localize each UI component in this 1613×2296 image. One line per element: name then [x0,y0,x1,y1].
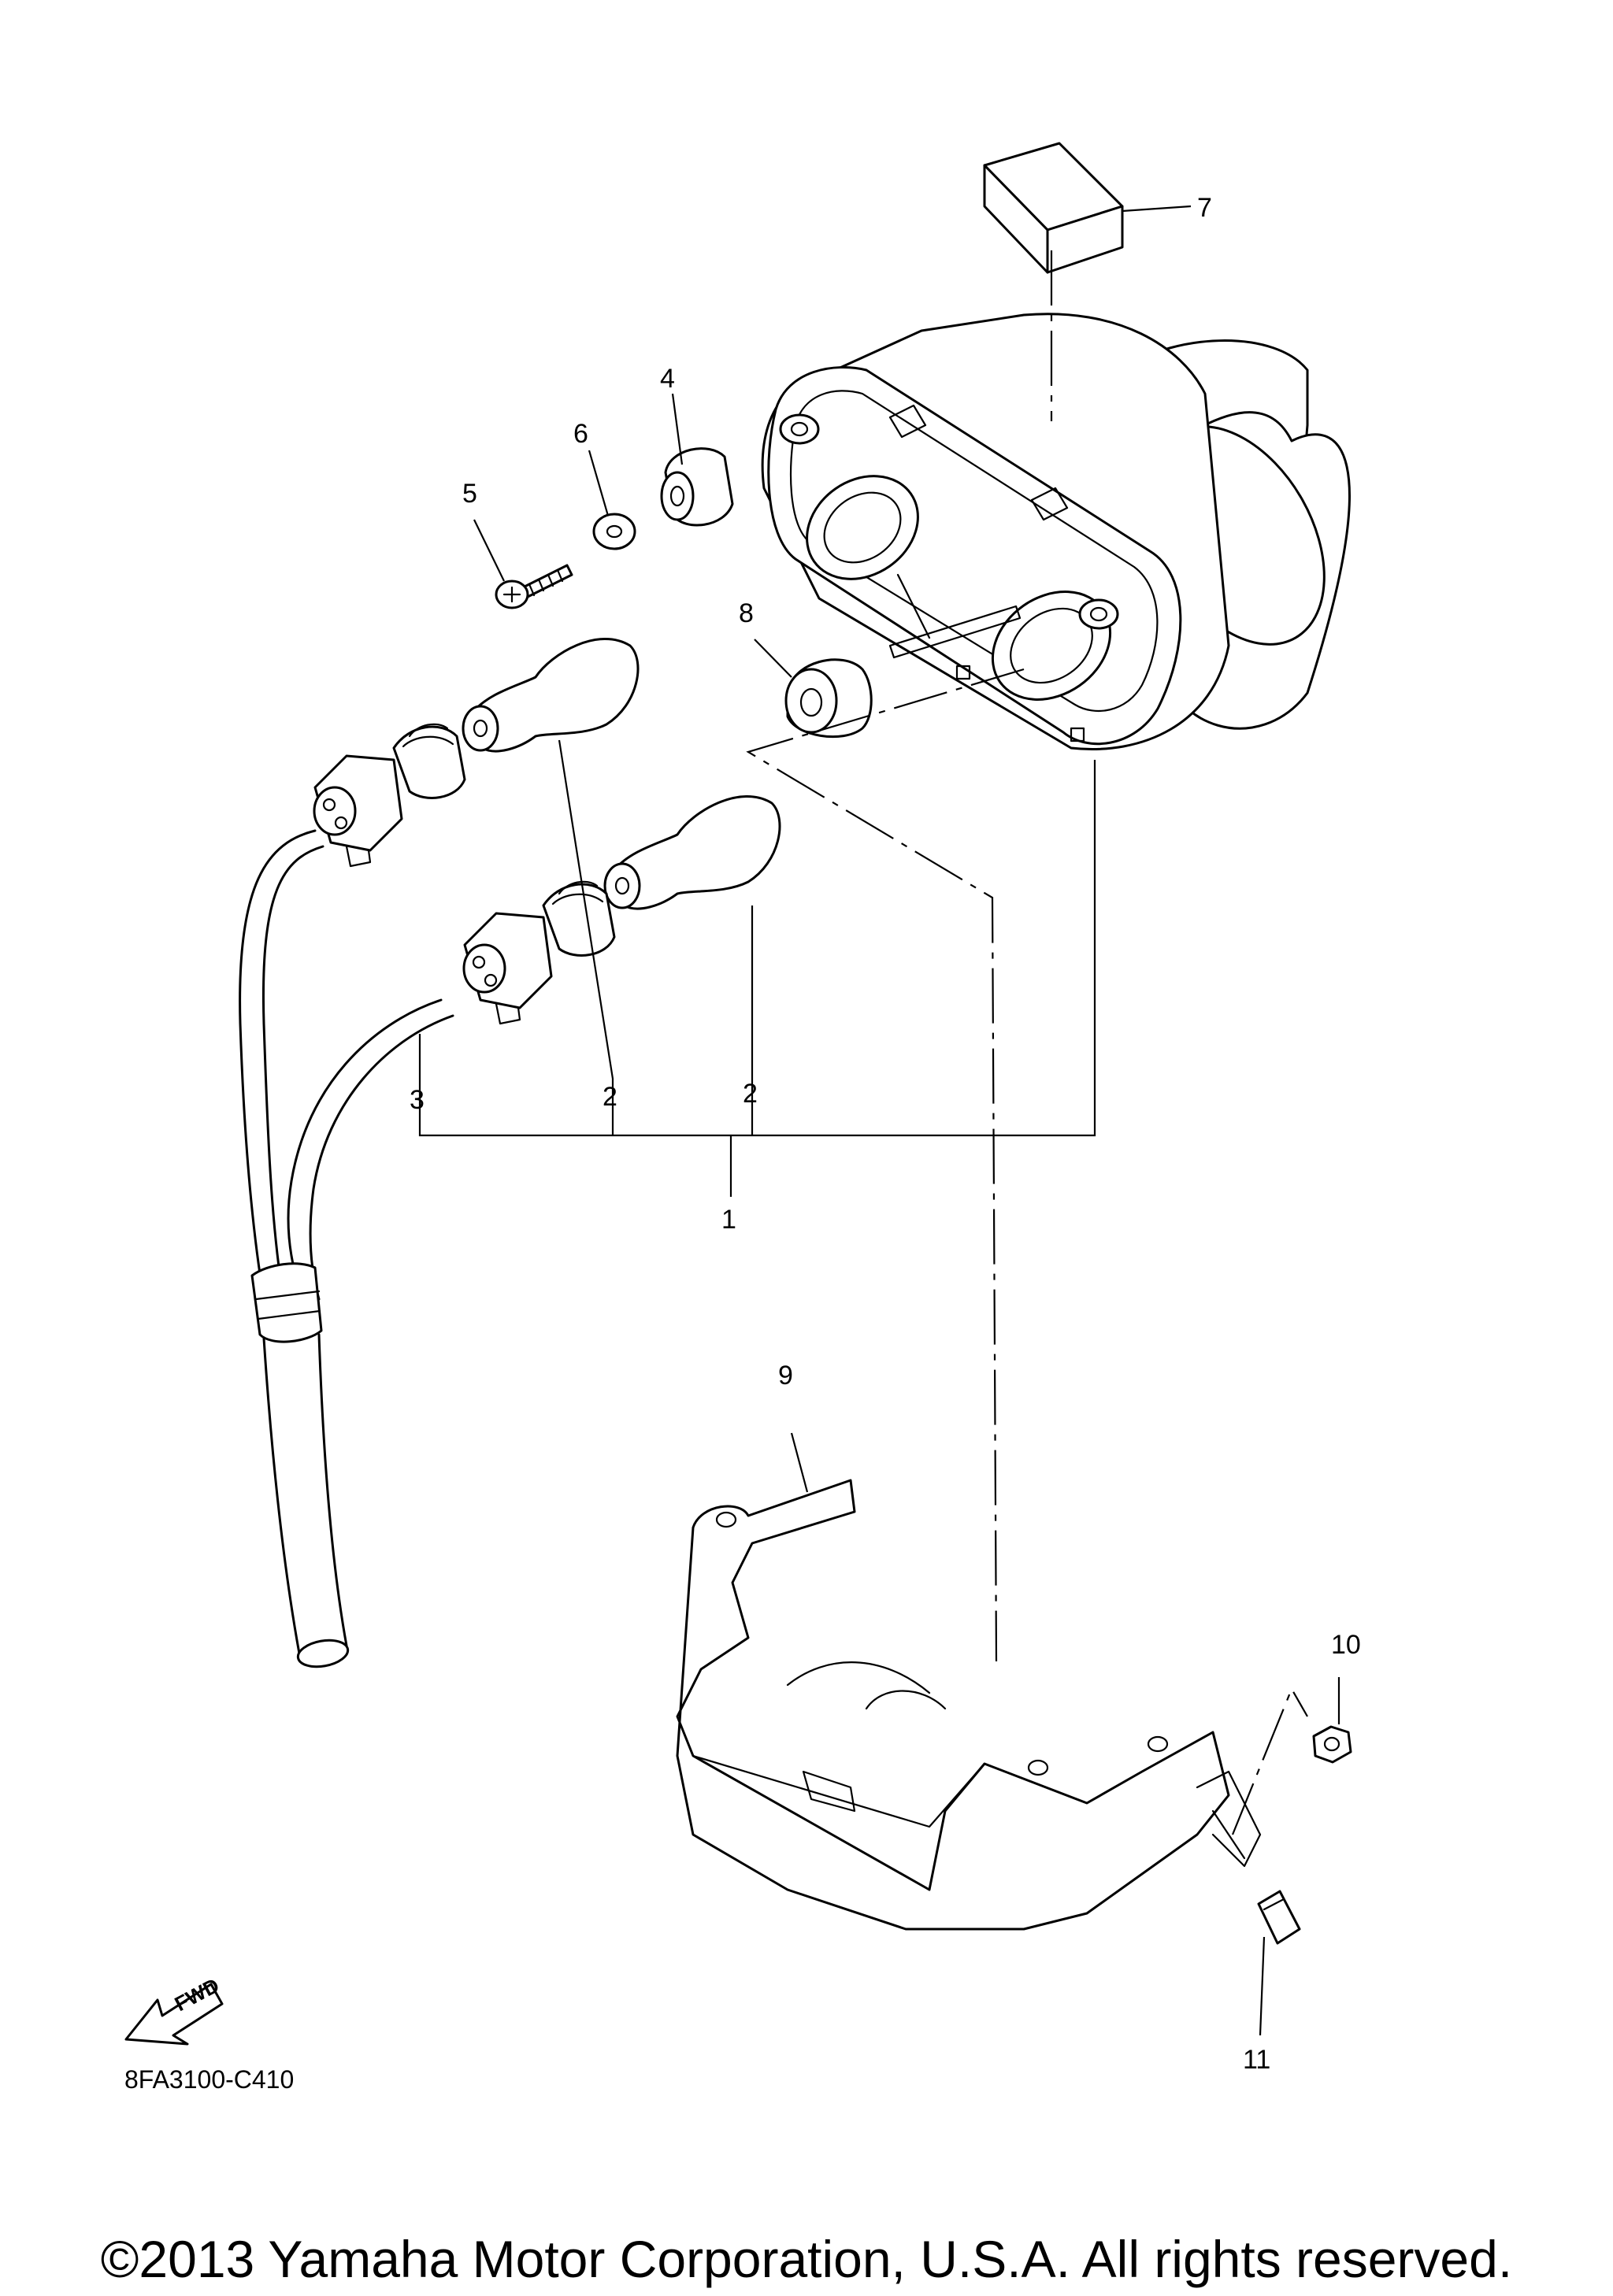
diagram-code: 8FA3100-C410 [124,2065,294,2094]
callout-1: 1 [721,1205,736,1235]
part-2-bulb-lower [603,794,781,910]
callout-10: 10 [1331,1630,1361,1660]
callout-6: 6 [573,419,588,449]
part-7-block [983,142,1124,274]
part-3-socket-harness [239,723,616,1668]
part-8-grommet [784,658,873,739]
leader-lines [418,205,1340,2036]
callout-11: 11 [1243,2045,1270,2075]
part-5-screw [495,564,573,609]
callout-3: 3 [410,1085,425,1115]
part-10-nut [1312,1725,1352,1764]
alignment-lines [746,250,1308,1835]
callout-2-left: 2 [603,1082,617,1112]
housing-assembly [761,313,1351,750]
callout-5: 5 [462,479,477,509]
callout-9: 9 [778,1361,793,1391]
part-6-washer [592,513,636,550]
callout-7: 7 [1197,193,1212,223]
part-9-bracket [676,1479,1262,1931]
fwd-arrow-icon: FWD [124,1973,224,2046]
part-4-grommet [660,447,734,527]
callout-4: 4 [660,364,675,394]
callout-8: 8 [739,598,754,628]
part-11-clip [1257,1890,1301,1945]
part-2-bulb-upper [462,637,640,753]
callout-2-right: 2 [743,1079,758,1109]
copyright-notice: ©2013 Yamaha Motor Corporation, U.S.A. A… [101,2230,1512,2288]
